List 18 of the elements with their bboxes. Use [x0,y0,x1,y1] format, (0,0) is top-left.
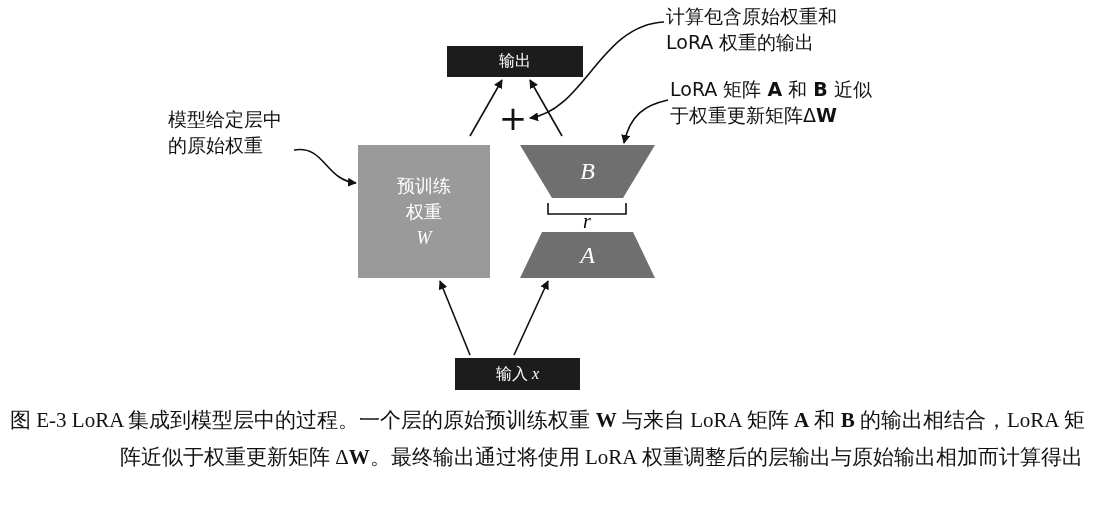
leader-line [529,21,665,121]
annotation-text: LoRA 矩阵 A 和 B 近似于权重更新矩阵ΔW [670,76,882,132]
annotation-text: 计算包含原始权重和LoRA 权重的输出 [666,3,866,59]
leader-line [293,148,357,186]
label-box: 输出 [447,46,583,77]
annotation-text: 模型给定层中的原始权重 [168,106,294,162]
arrow [438,280,471,356]
arrow [469,79,503,137]
dimension-label: r [582,211,592,231]
figure-caption: 图 E-3 LoRA 集成到模型层中的过程。一个层的原始预训练权重 W 与来自 LoRA 矩阵 A 和 B 的输出相结合，LoRA 矩阵近似于权重更新矩阵 ΔW。最终输出通过将使用 LoRA 权重调整后的层输出与原始输出相加而计算得出 [10,407,1086,471]
plus-sign: + [498,100,528,136]
weight-box: 预训练权重 W [358,145,490,278]
leader-line [621,99,669,144]
arrow [513,280,549,356]
matrix-trapezoid: B [520,145,655,198]
arrow [529,79,563,137]
matrix-trapezoid: A [520,232,655,278]
label-box: 输入 x [455,358,580,390]
